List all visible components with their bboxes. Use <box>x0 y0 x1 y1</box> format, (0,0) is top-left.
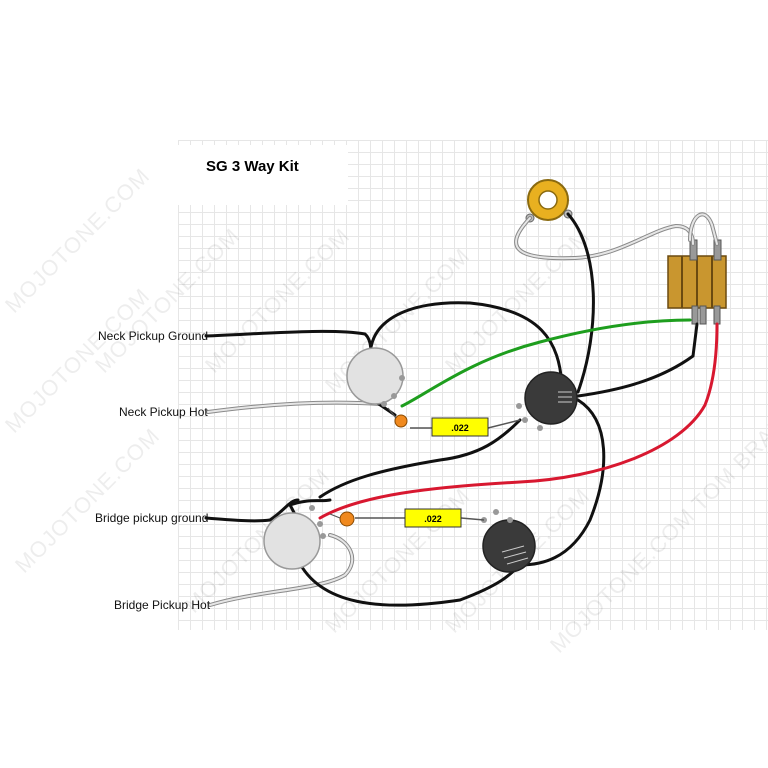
label-bridge-hot: Bridge Pickup Hot <box>114 598 211 612</box>
label-neck-ground: Neck Pickup Ground <box>98 329 209 343</box>
neck-volume-pot <box>346 347 405 407</box>
three-way-switch <box>667 239 727 325</box>
tone-capacitor-top: .022 <box>410 417 521 437</box>
neck-tone-pot <box>516 371 578 431</box>
white-wires <box>206 212 719 607</box>
bridge-volume-pot <box>263 505 326 570</box>
label-neck-hot: Neck Pickup Hot <box>119 405 208 419</box>
treble-bleed-caps <box>329 407 408 527</box>
tone-capacitor-bottom: .022 <box>355 508 485 528</box>
output-jack <box>525 179 573 223</box>
diagram-title: SG 3 Way Kit <box>206 158 299 175</box>
red-wire <box>318 322 719 520</box>
capacitor-value-bottom: .022 <box>424 514 442 524</box>
bridge-tone-pot <box>481 509 536 573</box>
title-box <box>178 145 348 205</box>
label-bridge-ground: Bridge pickup ground <box>95 511 209 525</box>
capacitor-value-top: .022 <box>451 423 469 433</box>
